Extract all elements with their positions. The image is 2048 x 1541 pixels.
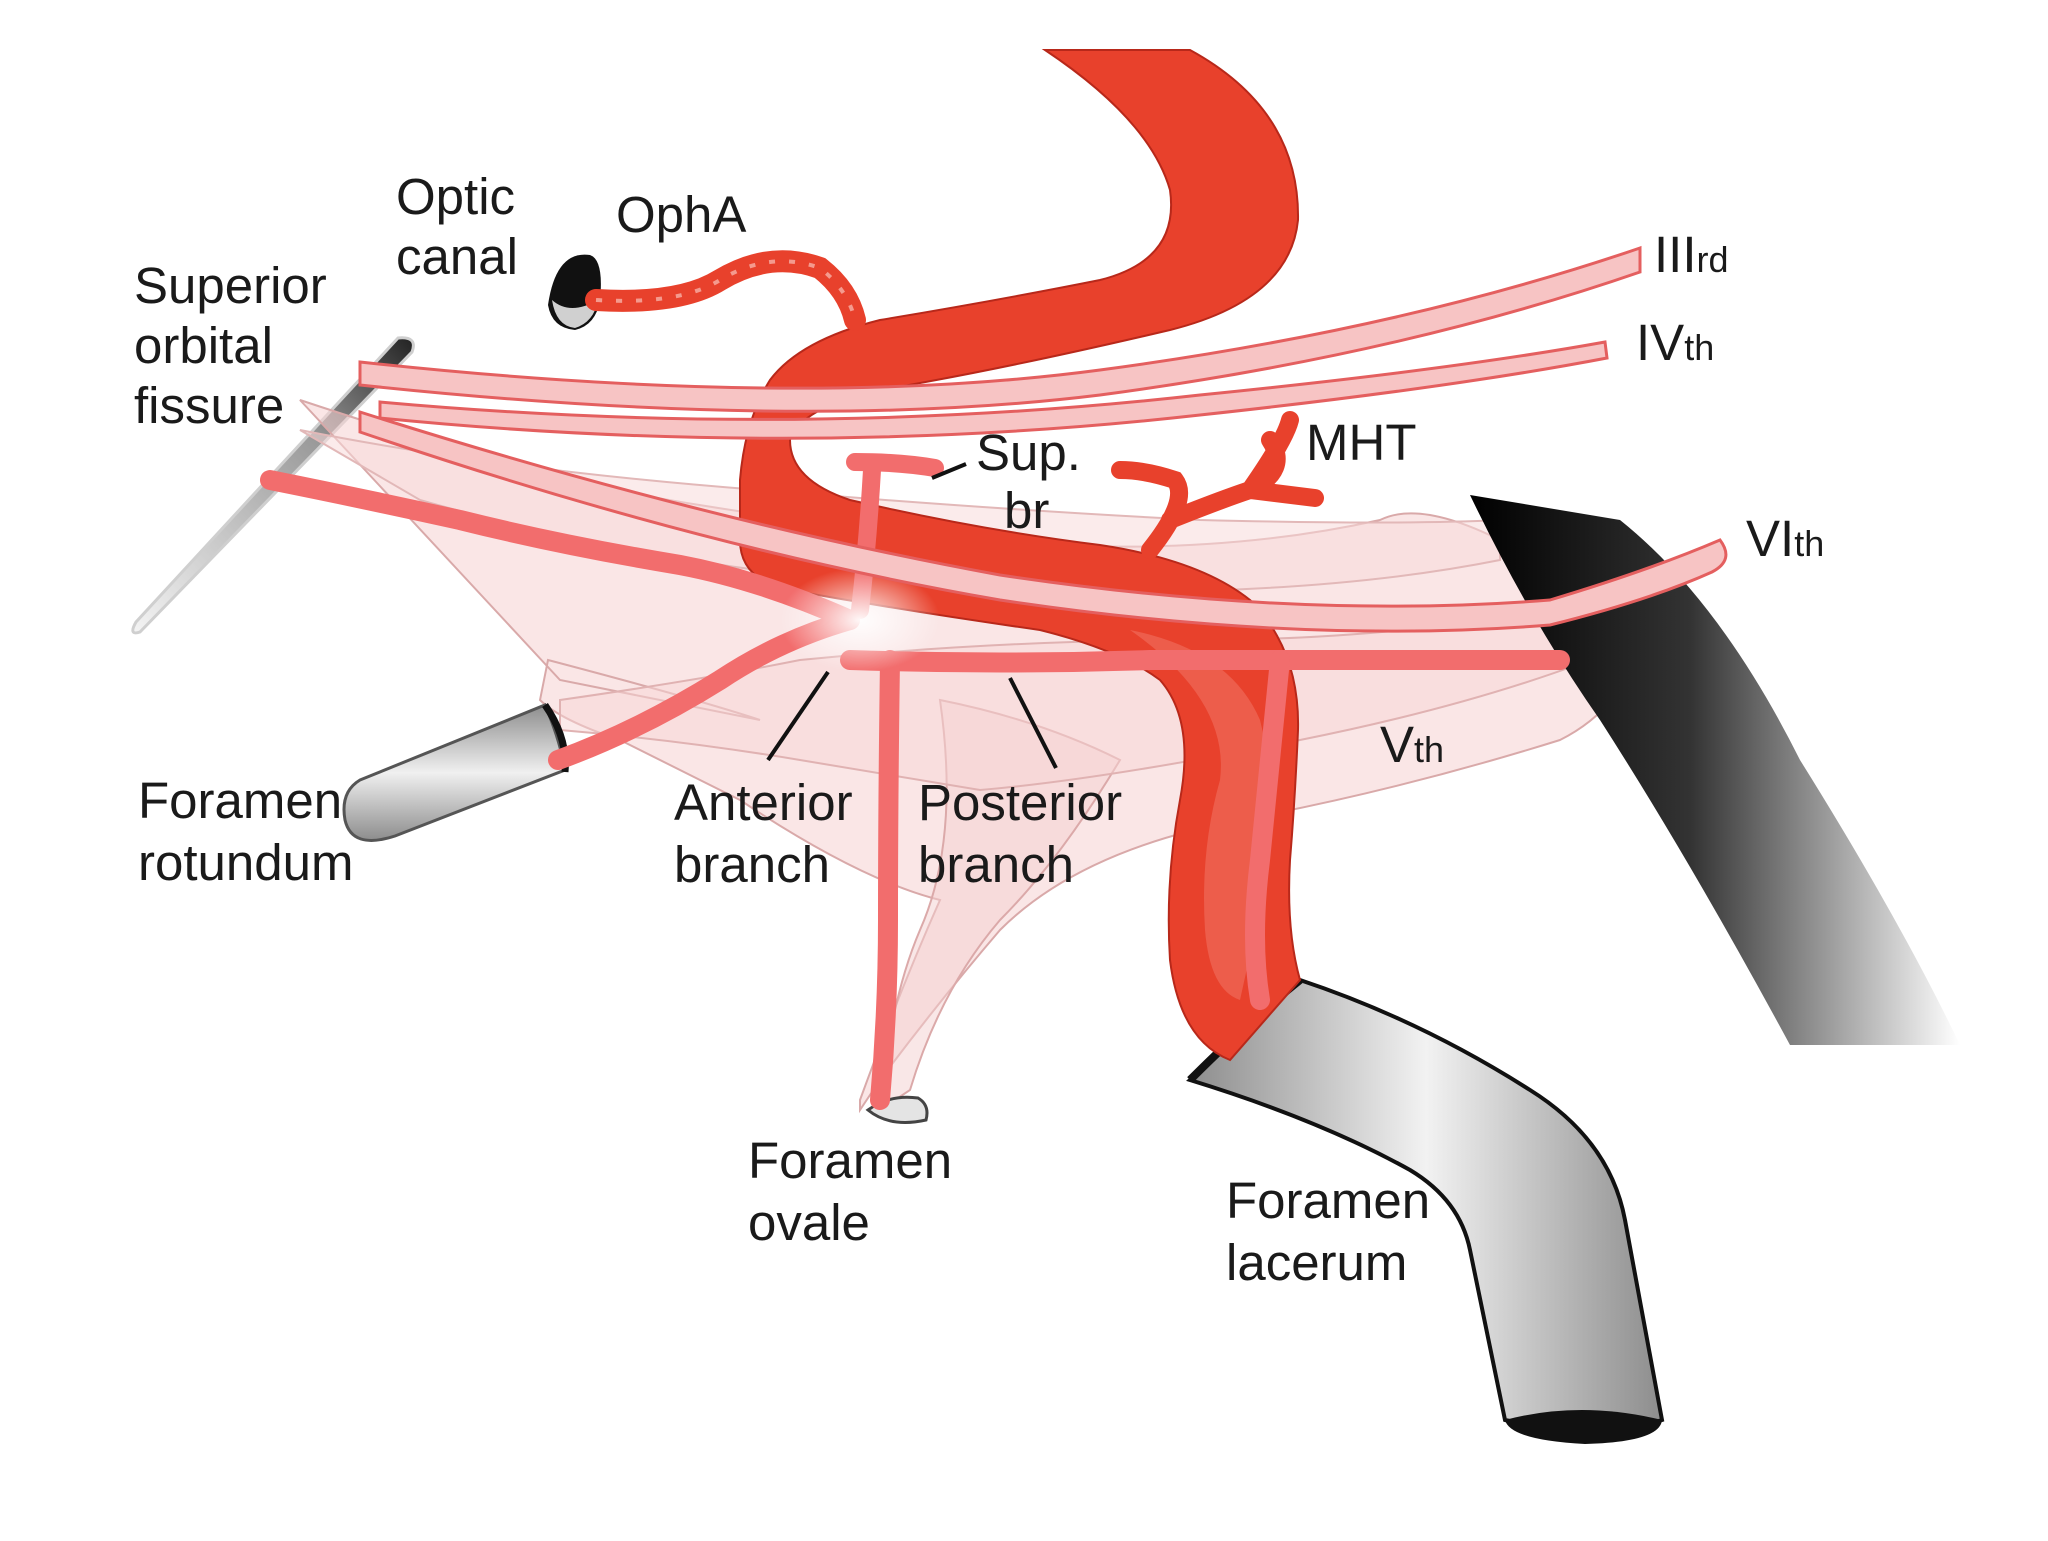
label-oph-a: OphA xyxy=(616,186,746,243)
cavernous-branch-vertical xyxy=(1245,650,1290,1010)
nerve-iv xyxy=(378,340,1609,440)
foramen-rotundum-bone xyxy=(342,703,567,842)
label-nerve-iv: IVth xyxy=(1636,314,1714,371)
label-anterior-branch: Anterior branch xyxy=(674,774,867,893)
ilt-branches xyxy=(260,453,1570,1110)
cranial-nerves xyxy=(358,245,1728,633)
labels: Optic canal OphA Superior orbital fissur… xyxy=(134,168,1824,1291)
label-foramen-lacerum: Foramen lacerum xyxy=(1226,1172,1444,1291)
ilt-origin-glow xyxy=(780,568,940,672)
label-mht: MHT xyxy=(1306,414,1416,471)
clinoid-wedge xyxy=(1470,495,1960,1045)
label-posterior-branch: Posterior branch xyxy=(918,774,1136,893)
label-superior-orbital-fissure: Superior orbital fissure xyxy=(134,257,341,434)
leader-posterior-branch xyxy=(1008,677,1058,769)
posterior-branch xyxy=(840,649,1570,673)
label-foramen-ovale: Foramen ovale xyxy=(748,1132,966,1251)
label-sup-br: Sup. br xyxy=(976,424,1095,539)
label-foramen-rotundum: Foramen rotundum xyxy=(138,772,356,891)
leader-anterior-branch xyxy=(766,670,830,762)
leader-lines xyxy=(766,462,1058,769)
label-nerve-iii: IIIrd xyxy=(1654,226,1729,283)
label-nerve-vi: VIth xyxy=(1746,510,1824,567)
label-nerve-v: Vth xyxy=(1380,716,1444,773)
nerve-iii xyxy=(358,245,1642,413)
nerve-vi xyxy=(358,409,1728,633)
ica-cavernous-highlight xyxy=(1130,630,1271,1000)
foramen-lacerum-opening xyxy=(1505,1410,1662,1444)
mht-artery xyxy=(1111,411,1324,559)
ophthalmic-artery xyxy=(585,250,866,331)
branch-to-ovale xyxy=(870,650,900,1110)
anterior-branch-to-sof xyxy=(260,470,860,630)
leader-sup-br xyxy=(931,462,967,480)
label-optic-canal: Optic canal xyxy=(396,168,529,285)
